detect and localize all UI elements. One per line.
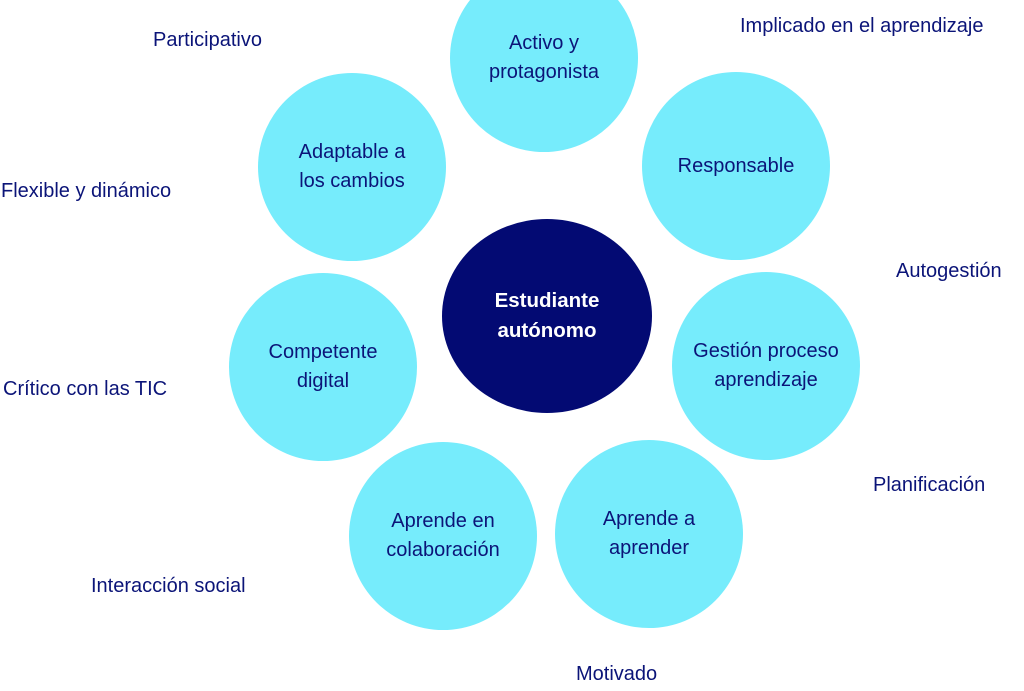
circle-label: Activo y protagonista <box>488 32 600 83</box>
trait-critico-tic: Crítico con las TIC <box>3 378 168 400</box>
circle-label: Gestión proceso aprendizaje <box>693 340 839 391</box>
trait-implicado-aprendizaje: Implicado en el aprendizaje <box>740 15 984 37</box>
trait-flexible-dinamico: Flexible y dinámico <box>1 180 172 202</box>
circle-aprende-en-colaboracion: Aprende en colaboración <box>349 442 537 630</box>
trait-planificacion: Planificación <box>873 474 986 496</box>
trait-autogestion: Autogestión <box>896 260 1002 282</box>
center-label: Estudiante autónomo <box>494 289 600 342</box>
circle-label: Competente digital <box>268 341 378 392</box>
circle-adaptable-cambios: Adaptable a los cambios <box>258 73 446 261</box>
trait-interaccion-social: Interacción social <box>91 575 246 597</box>
circle-label: Aprende a aprender <box>602 508 696 559</box>
circle-activo-protagonista: Activo y protagonista <box>450 0 638 152</box>
circle-competente-digital: Competente digital <box>229 273 417 461</box>
circle-label: Aprende en colaboración <box>386 510 500 561</box>
circle-gestion-proceso-aprendizaje: Gestión proceso aprendizaje <box>672 272 860 460</box>
trait-participativo: Participativo <box>153 29 262 51</box>
circle-label: Adaptable a los cambios <box>298 141 406 192</box>
center-circle-estudiante-autonomo: Estudiante autónomo <box>442 219 652 413</box>
circle-responsable: Responsable <box>642 72 830 260</box>
circle-aprende-a-aprender: Aprende a aprender <box>555 440 743 628</box>
circle-label: Responsable <box>677 154 795 177</box>
trait-motivado: Motivado <box>576 663 658 685</box>
